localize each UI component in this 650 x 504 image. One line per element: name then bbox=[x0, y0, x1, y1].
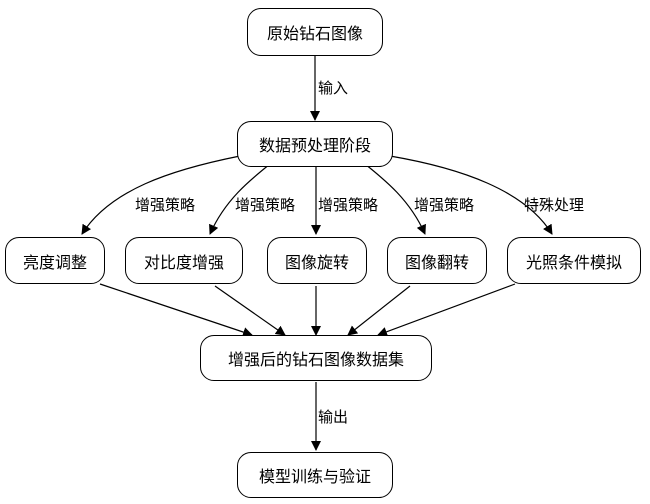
edge-preprocess-to-brightness bbox=[81, 155, 241, 235]
edge-label-input: 输入 bbox=[318, 79, 349, 97]
node-brightness: 亮度调整 bbox=[5, 237, 105, 284]
edge-preprocess-to-lighting bbox=[389, 155, 553, 235]
node-lighting: 光照条件模拟 bbox=[507, 237, 641, 284]
edge-label-special: 特殊处理 bbox=[524, 196, 585, 214]
edge-label-output: 输出 bbox=[318, 408, 349, 426]
node-preprocess: 数据预处理阶段 bbox=[237, 121, 393, 167]
node-augmented-dataset: 增强后的钻石图像数据集 bbox=[200, 335, 432, 381]
node-raw-image: 原始钻石图像 bbox=[247, 8, 383, 56]
edge-label-flip: 增强策略 bbox=[414, 196, 475, 214]
edge-label-brightness: 增强策略 bbox=[135, 196, 196, 214]
edge-preprocess-to-contrast bbox=[209, 163, 271, 235]
edge-label-contrast: 增强策略 bbox=[235, 196, 296, 214]
edge-label-rotation: 增强策略 bbox=[318, 196, 379, 214]
node-rotation: 图像旋转 bbox=[267, 237, 367, 284]
node-flip: 图像翻转 bbox=[387, 237, 487, 284]
edge-lighting-to-dataset bbox=[377, 283, 516, 337]
edge-preprocess-to-flip bbox=[364, 163, 426, 235]
node-contrast: 对比度增强 bbox=[125, 237, 243, 284]
edge-flip-to-dataset bbox=[347, 285, 411, 336]
node-training: 模型训练与验证 bbox=[237, 452, 393, 498]
edge-brightness-to-dataset bbox=[99, 283, 253, 337]
edge-contrast-to-dataset bbox=[214, 285, 286, 336]
